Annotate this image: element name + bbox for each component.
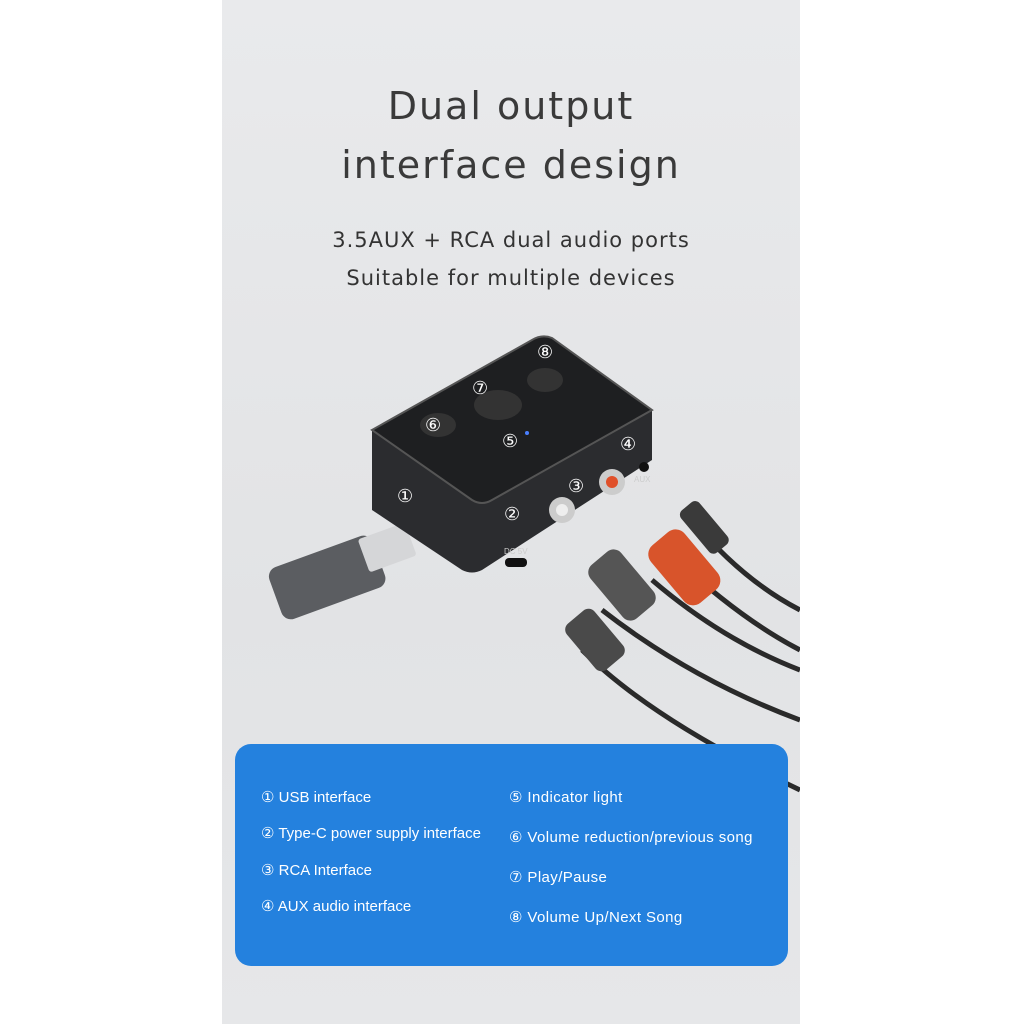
subheading-line-1: 3.5AUX + RCA dual audio ports bbox=[332, 228, 690, 252]
indicator-light bbox=[525, 431, 529, 435]
feature-indicator: ⑤ Indicator light bbox=[509, 789, 623, 806]
feature-play-pause: ⑦ Play/Pause bbox=[509, 869, 608, 886]
feature-volume-up: ⑧ Volume Up/Next Song bbox=[509, 909, 683, 926]
callout-7: ⑦ bbox=[472, 378, 488, 398]
subheading-line-2: Suitable for multiple devices bbox=[346, 266, 676, 290]
heading-line-2: interface design bbox=[341, 143, 681, 187]
feature-rca: ③ RCA Interface bbox=[261, 862, 372, 879]
feature-list-panel: ① USB interface ② Type-C power supply in… bbox=[235, 744, 788, 966]
product-illustration: DC 5V AUX ① ② ③ ④ ⑤ ⑥ ⑦ ⑧ bbox=[268, 335, 800, 793]
callout-4: ④ bbox=[620, 434, 636, 454]
feature-usb: ① USB interface bbox=[261, 789, 372, 806]
heading-line-1: Dual output bbox=[387, 84, 635, 128]
callout-3: ③ bbox=[568, 476, 584, 496]
callout-1: ① bbox=[397, 486, 413, 506]
callout-2: ② bbox=[504, 504, 520, 524]
feature-volume-down: ⑥ Volume reduction/previous song bbox=[509, 829, 753, 846]
feature-type-c: ② Type-C power supply interface bbox=[261, 825, 481, 842]
device: DC 5V AUX bbox=[370, 335, 654, 573]
usb-dongle bbox=[268, 523, 416, 620]
rca-plug-red bbox=[648, 529, 721, 606]
callouts: ① ② ③ ④ ⑤ ⑥ ⑦ ⑧ bbox=[397, 342, 636, 524]
feature-aux: ④ AUX audio interface bbox=[261, 898, 412, 915]
aux-plug bbox=[679, 501, 729, 554]
dc-label: DC 5V bbox=[504, 547, 528, 556]
callout-6: ⑥ bbox=[425, 415, 441, 435]
aux-label: AUX bbox=[634, 475, 651, 484]
callout-5: ⑤ bbox=[502, 431, 518, 451]
rca-plug-white bbox=[588, 549, 656, 621]
callout-8: ⑧ bbox=[537, 342, 553, 362]
usb-c-cable bbox=[565, 608, 625, 672]
